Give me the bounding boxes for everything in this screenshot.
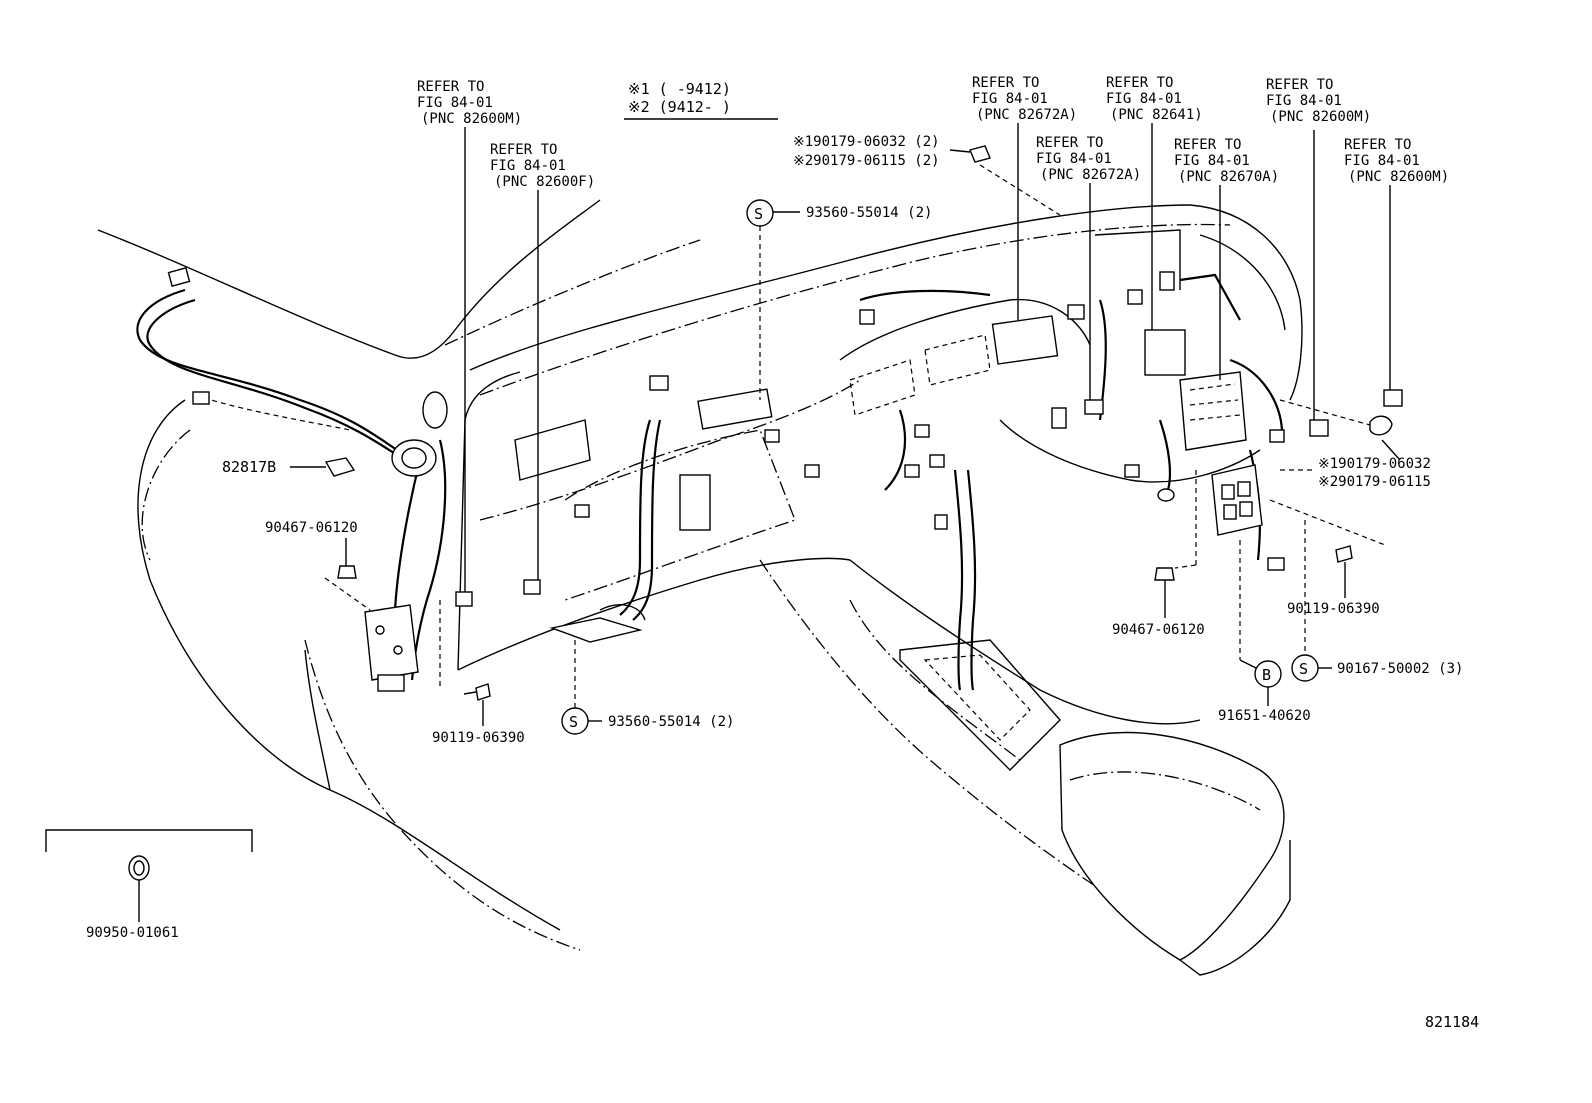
ref-7-line-2: FIG 84-01 — [1266, 93, 1342, 109]
callout-grommet-left: 82817B — [222, 457, 356, 477]
plug-inset-label: 90950-01061 — [86, 925, 179, 941]
clip-icon — [1369, 415, 1393, 436]
hole-plug-icon — [128, 855, 150, 881]
inset-plug: 90950-01061 — [45, 829, 253, 941]
screw-top-label: 93560-55014 (2) — [806, 205, 932, 221]
screw-bottom-label: 93560-55014 (2) — [608, 714, 734, 730]
bolt-b-marker-letter: B — [1262, 666, 1271, 684]
ref-1-line-3: (PNC 82600M) — [421, 111, 522, 127]
screw-right-marker-letter: S — [1299, 660, 1308, 678]
callout-screw-bottom: S 93560-55014 (2) — [561, 640, 734, 735]
ref-6-line-3: (PNC 82670A) — [1178, 169, 1279, 185]
callout-clip-top: ※190179-06032 (2) ※290179-06115 (2) — [793, 134, 1061, 216]
ref-8-line-3: (PNC 82600M) — [1348, 169, 1449, 185]
bolt-icon — [475, 683, 491, 701]
ref-6-line-1: REFER TO — [1174, 137, 1241, 153]
ref-2-line-1: REFER TO — [490, 142, 557, 158]
ref-4-line-3: (PNC 82672A) — [1040, 167, 1141, 183]
nut-right-icon — [1154, 567, 1175, 581]
ref-6-line-2: FIG 84-01 — [1174, 153, 1250, 169]
reference-callout-6: REFER TO FIG 84-01 (PNC 82670A) — [1174, 137, 1279, 380]
reference-callout-4: REFER TO FIG 84-01 (PNC 82672A) — [1036, 135, 1141, 400]
screw-bottom-marker-letter: S — [569, 713, 578, 731]
callout-screw-top: S 93560-55014 (2) — [746, 199, 932, 400]
ref-8-line-1: REFER TO — [1344, 137, 1411, 153]
ref-3-line-3: (PNC 82672A) — [976, 107, 1077, 123]
screw-top-marker-letter: S — [754, 205, 763, 223]
body-outline — [97, 199, 1303, 976]
clip-top-label-1: ※190179-06032 (2) — [793, 134, 940, 150]
ref-2-line-3: (PNC 82600F) — [494, 174, 595, 190]
grommet-icon — [324, 457, 356, 477]
nut-left-label: 90467-06120 — [265, 520, 358, 536]
callout-bolt-right: 90119-06390 — [1269, 499, 1386, 617]
wire-harness — [136, 273, 1284, 691]
clip-right-label-2: ※290179-06115 — [1318, 474, 1431, 490]
clip-right-label-1: ※190179-06032 — [1318, 456, 1431, 472]
ref-4-line-2: FIG 84-01 — [1036, 151, 1112, 167]
ref-1-line-1: REFER TO — [417, 79, 484, 95]
figure-number: 821184 — [1425, 1013, 1479, 1031]
ref-5-line-1: REFER TO — [1106, 75, 1173, 91]
bolt-b-label: 91651-40620 — [1218, 708, 1311, 724]
grommet-left-label: 82817B — [222, 458, 276, 476]
callout-bolt-left: 90119-06390 — [432, 600, 525, 746]
ref-7-line-1: REFER TO — [1266, 77, 1333, 93]
callout-clip-right: ※190179-06032 ※290179-06115 — [1279, 399, 1431, 490]
clip-top-label-2: ※290179-06115 (2) — [793, 153, 940, 169]
ref-7-line-3: (PNC 82600M) — [1270, 109, 1371, 125]
legend-line-1: ※1 ( -9412) — [628, 80, 731, 98]
ref-5-line-3: (PNC 82641) — [1110, 107, 1203, 123]
reference-callout-5: REFER TO FIG 84-01 (PNC 82641) — [1106, 75, 1203, 330]
ref-4-line-1: REFER TO — [1036, 135, 1103, 151]
nut-right-label: 90467-06120 — [1112, 622, 1205, 638]
callout-nut-left: 90467-06120 — [265, 520, 371, 611]
callout-screw-right: S 90167-50002 (3) — [1291, 520, 1463, 682]
legend: ※1 ( -9412) ※2 (9412- ) — [624, 80, 778, 120]
reference-callout-1: REFER TO FIG 84-01 (PNC 82600M) — [417, 79, 522, 592]
bolt-left-label: 90119-06390 — [432, 730, 525, 746]
reference-callout-3: REFER TO FIG 84-01 (PNC 82672A) — [972, 75, 1077, 320]
ref-1-line-2: FIG 84-01 — [417, 95, 493, 111]
bolt-right-icon — [1335, 545, 1353, 563]
callout-nut-right: 90467-06120 — [1112, 470, 1205, 638]
ref-3-line-1: REFER TO — [972, 75, 1039, 91]
ref-2-line-2: FIG 84-01 — [490, 158, 566, 174]
bolt-right-label: 90119-06390 — [1287, 601, 1380, 617]
reference-callout-8: REFER TO FIG 84-01 (PNC 82600M) — [1344, 137, 1449, 390]
callout-bolt-b: B 91651-40620 — [1218, 540, 1311, 724]
screw-right-label: 90167-50002 (3) — [1337, 661, 1463, 677]
ref-8-line-2: FIG 84-01 — [1344, 153, 1420, 169]
connectors — [167, 145, 1403, 692]
ref-5-line-2: FIG 84-01 — [1106, 91, 1182, 107]
reference-callout-7: REFER TO FIG 84-01 (PNC 82600M) — [1266, 77, 1371, 420]
reference-callout-2: REFER TO FIG 84-01 (PNC 82600F) — [490, 142, 595, 580]
legend-line-2: ※2 (9412- ) — [628, 98, 731, 116]
nut-icon — [337, 565, 357, 579]
ref-3-line-2: FIG 84-01 — [972, 91, 1048, 107]
